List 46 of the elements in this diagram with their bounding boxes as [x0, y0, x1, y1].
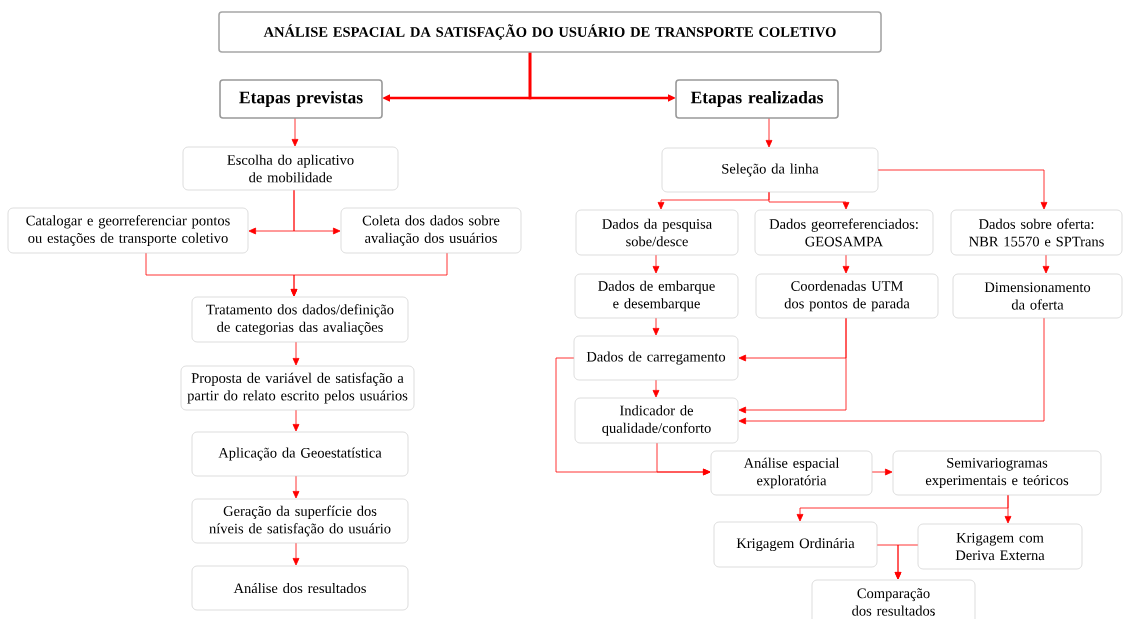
process-box: Proposta de variável de satisfação a partir do relato escrito pelos usuários — [180, 365, 415, 411]
arrow — [1042, 254, 1050, 274]
arrow — [738, 317, 1045, 425]
arrow — [292, 475, 300, 499]
process-box: Dados de embarque e desembarque — [574, 273, 739, 319]
process-box: Indicador de qualidade/conforto — [574, 397, 739, 444]
process-box: Dados sobre oferta: NBR 15570 e SPTrans — [950, 209, 1123, 256]
arrow — [291, 117, 299, 147]
process-box: Dados de carregamento — [573, 335, 739, 381]
process-box: Seleção da linha — [661, 147, 879, 193]
arrow — [656, 442, 711, 476]
arrow — [652, 317, 660, 336]
arrow — [894, 544, 919, 580]
arrow — [292, 341, 300, 366]
arrow — [738, 317, 847, 414]
process-box: Análise dos resultados — [191, 565, 409, 611]
process-box: Dimensionamento da oferta — [952, 273, 1123, 319]
process-box: Dados da pesquisa sobe/desce — [575, 209, 739, 256]
process-box: Coleta dos dados sobre avaliação dos usuários — [340, 207, 522, 254]
process-box: Escolha do aplicativo de mobilidade — [182, 146, 399, 191]
process-box: Krigagem com Deriva Externa — [917, 523, 1083, 570]
process-box: Tratamento dos dados/definição de categorias das avaliações — [191, 296, 409, 343]
arrow — [652, 379, 660, 398]
title-box: ANÁLISE ESPACIAL DA SATISFAÇÃO DO USUÁRIO DE TRANSPORTE COLETIVO — [218, 11, 882, 53]
process-box: Geração da superfície dos níveis de satisfação do usuário — [191, 498, 409, 544]
arrow — [871, 468, 893, 476]
process-box: Dados georreferenciados: GEOSAMPA — [754, 209, 934, 256]
process-box: Comparação dos resultados — [811, 579, 976, 619]
process-box: Análise espacial exploratória — [710, 450, 873, 496]
arrow — [877, 169, 1048, 210]
arrow — [292, 542, 300, 566]
arrow — [768, 191, 850, 210]
process-box: Aplicação da Geoestatística — [191, 431, 409, 477]
arrow — [292, 409, 300, 432]
process-box: Coordenadas UTM dos pontos de parada — [755, 273, 939, 319]
arrow — [842, 254, 850, 274]
arrow — [765, 117, 773, 148]
arrow — [290, 252, 448, 297]
arrow — [293, 189, 341, 235]
arrow — [1004, 494, 1012, 524]
stage-box: Etapas realizadas — [675, 79, 839, 119]
process-box: Semivariogramas experimentais e teóricos — [892, 450, 1102, 496]
arrow — [652, 254, 660, 274]
stage-box: Etapas previstas — [219, 79, 383, 119]
process-box: Catalogar e georreferenciar pontos ou estações de transporte coletivo — [7, 207, 249, 254]
process-box: Krigagem Ordinária — [713, 521, 878, 568]
